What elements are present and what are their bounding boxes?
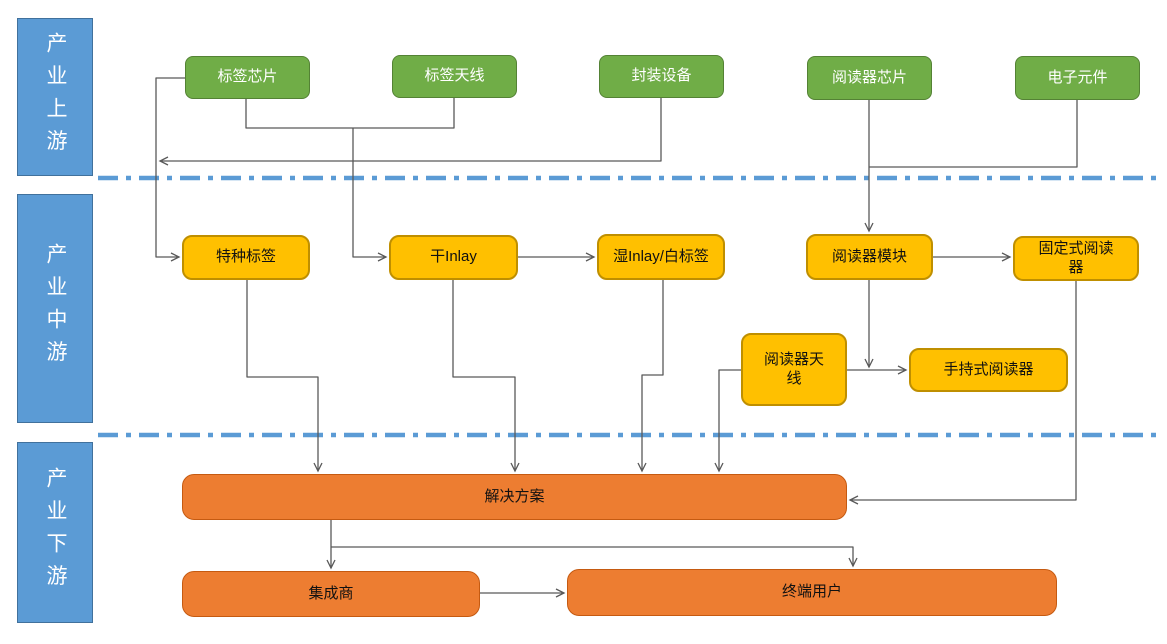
node-reader-module: 阅读器模块 <box>806 234 933 280</box>
connector-tagantenna-branch <box>353 97 455 129</box>
node-solution: 解决方案 <box>182 474 847 520</box>
node-integrator: 集成商 <box>182 571 480 617</box>
connector-dryinlay-solution <box>452 280 520 473</box>
node-handheld-reader: 手持式阅读器 <box>909 348 1068 392</box>
lane-midstream: 产业中游 <box>17 194 93 423</box>
connector-tagchip-specialtag <box>155 77 185 262</box>
node-fixed-reader: 固定式阅读 器 <box>1013 236 1139 281</box>
node-packaging-equipment: 封装设备 <box>599 55 724 98</box>
connector-wetinlay-solution <box>637 280 664 473</box>
node-electronic-components: 电子元件 <box>1015 56 1140 100</box>
node-wet-inlay-white-label: 湿Inlay/白标签 <box>597 234 725 280</box>
node-reader-antenna: 阅读器天 线 <box>741 333 847 406</box>
lane-downstream: 产业下游 <box>17 442 93 623</box>
connector-electronics-join <box>869 100 1078 168</box>
connector-solution-enduser <box>331 546 858 568</box>
node-end-user: 终端用户 <box>567 569 1057 616</box>
connector-packaging-join <box>158 97 662 166</box>
node-tag-antenna: 标签天线 <box>392 55 517 98</box>
node-tag-chip: 标签芯片 <box>185 56 310 99</box>
connector-fixedreader-solution <box>848 281 1077 505</box>
node-special-tag: 特种标签 <box>182 235 310 280</box>
connector-join-dryinlay <box>352 128 388 262</box>
node-reader-chip: 阅读器芯片 <box>807 56 932 100</box>
connector-specialtag-solution <box>246 280 323 473</box>
connector-tagchip-branch <box>245 99 353 129</box>
lane-upstream: 产业上游 <box>17 18 93 176</box>
connector-antenna-solution <box>714 369 741 473</box>
node-dry-inlay: 干Inlay <box>389 235 518 280</box>
